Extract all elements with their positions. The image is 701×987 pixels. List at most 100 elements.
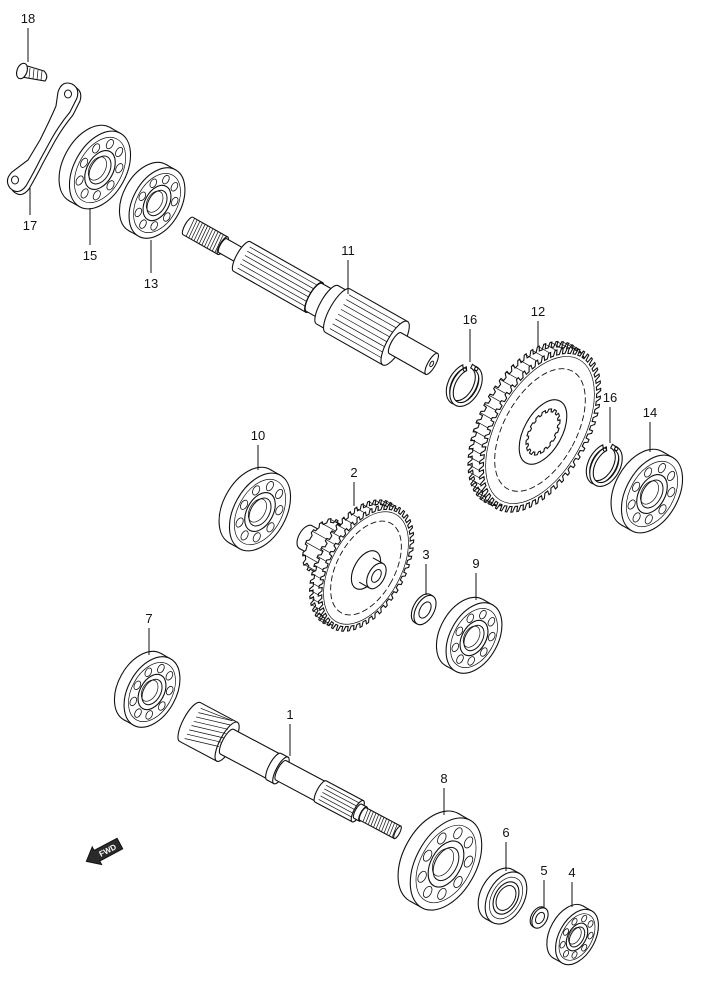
shaft-11-gear-tooth <box>337 313 387 342</box>
callout-3: 3 <box>422 547 429 562</box>
bearing-ball <box>165 685 174 696</box>
bearing-ball <box>165 671 174 681</box>
bearing-ball <box>437 887 447 900</box>
shaft-1-spline <box>320 795 353 814</box>
gear-2-tooth-side <box>315 615 325 622</box>
bearing-ball <box>423 885 433 898</box>
shaft-11-spline <box>247 250 314 289</box>
callout-14: 14 <box>643 405 657 420</box>
bearing-bore <box>640 479 664 509</box>
bearing-outer-race <box>558 913 596 961</box>
shaft-1-pinion-tooth <box>200 707 233 722</box>
leader-lines <box>27 28 651 907</box>
bearing-ball <box>667 487 676 498</box>
shaft-1-thread <box>370 812 377 827</box>
bearing-ball <box>456 654 464 664</box>
shaft-1-spline <box>318 799 352 818</box>
gear-12-tooth-side <box>484 403 496 411</box>
gear-2 <box>296 499 415 632</box>
bearing-ball <box>563 928 569 936</box>
circlip-eye <box>614 446 619 451</box>
callout-9: 9 <box>472 556 479 571</box>
shaft-1-spline <box>322 792 355 810</box>
bearing-ball <box>170 182 179 192</box>
screw-thread <box>40 70 43 81</box>
gear-12-tooth-side <box>489 395 501 403</box>
bearing-ball <box>266 522 275 533</box>
bearing-ball <box>453 876 463 888</box>
bearing-ball <box>92 190 101 201</box>
gear-2-tooth-side <box>317 556 327 562</box>
bearing-bore-depth <box>639 480 659 505</box>
bearing-ball <box>480 647 488 657</box>
bearing-ball <box>467 656 475 666</box>
callout-11: 11 <box>341 243 355 258</box>
shaft-1-thread <box>362 808 369 822</box>
bearing-outer-race <box>133 173 181 233</box>
shaft-11-gear-tooth <box>335 318 385 348</box>
gear-12-tooth-side <box>531 349 544 357</box>
shaft-1 <box>177 701 402 840</box>
bearing-outer-race <box>450 608 498 668</box>
bearing-7 <box>113 650 181 728</box>
shaft-11-gear-tooth <box>332 323 383 353</box>
bearing-13 <box>118 161 186 239</box>
screw-thread <box>36 69 39 81</box>
bearing-ball <box>105 139 114 150</box>
shaft-1-body <box>218 728 282 780</box>
gear-12 <box>467 340 602 513</box>
shaft-1-pinion-tooth <box>189 729 224 739</box>
shaft-11-thread <box>196 224 206 243</box>
screw-head <box>16 62 28 80</box>
callout-17: 17 <box>23 218 37 233</box>
gear-12-tooth-side <box>473 490 486 498</box>
gear-2-tooth-side <box>336 524 346 530</box>
gear-2-tooth-side <box>362 503 372 510</box>
bearing-ball <box>632 512 641 523</box>
shaft-1-thread <box>386 821 393 835</box>
shaft-11-threaded-end <box>181 216 229 256</box>
shaft-11-thread <box>206 229 216 249</box>
bearing-ball <box>463 855 474 868</box>
bearing-ball <box>240 499 249 510</box>
circlip-eye <box>462 367 467 372</box>
shaft-11-thread <box>198 225 209 244</box>
shaft-11-spline <box>237 267 306 307</box>
shaft-1-thread <box>389 822 395 837</box>
gear-12-tooth-side <box>480 412 492 420</box>
circlip-eye <box>602 447 607 452</box>
bearing-ball <box>163 212 171 222</box>
gear-12-tooth-side <box>471 484 483 492</box>
washer-hole <box>418 601 432 619</box>
bearing-ball <box>587 920 594 928</box>
screw <box>16 62 48 82</box>
gear-12-tooth-side <box>468 455 480 463</box>
bearing-ball <box>133 680 142 690</box>
gear-12-tooth-side <box>550 341 563 350</box>
bearing-15 <box>58 124 132 210</box>
callout-labels: 18 17 15 13 11 12 16 16 14 10 2 3 9 7 1 … <box>21 11 657 880</box>
gear-2-tooth-side <box>374 499 384 506</box>
bearing-ball <box>422 849 433 862</box>
gear-12-tooth-side <box>525 354 537 362</box>
gear-12-tooth-side <box>494 386 506 394</box>
shaft-1-pinion-tooth <box>184 738 219 747</box>
bearing-ball <box>417 870 427 883</box>
bearing-bore-depth <box>247 498 267 523</box>
bearing-ball <box>487 631 496 642</box>
gear-12-tooth-side <box>469 447 481 455</box>
bearing-ball <box>275 488 284 500</box>
bracket-plate <box>6 82 79 193</box>
gear-2-tooth-side <box>309 589 319 596</box>
shaft-11-gear-tooth <box>348 294 401 325</box>
bearing-bore-depth <box>140 679 159 702</box>
shaft-1-thread <box>373 814 380 828</box>
bearing-9 <box>435 596 503 674</box>
bearing-ball <box>134 708 142 718</box>
callout-12: 12 <box>531 304 545 319</box>
bearing-outer-race <box>74 137 126 203</box>
shaft-1-body-small <box>274 759 327 802</box>
bearing-ball <box>75 175 84 186</box>
gear-2-tooth-side <box>386 500 396 507</box>
